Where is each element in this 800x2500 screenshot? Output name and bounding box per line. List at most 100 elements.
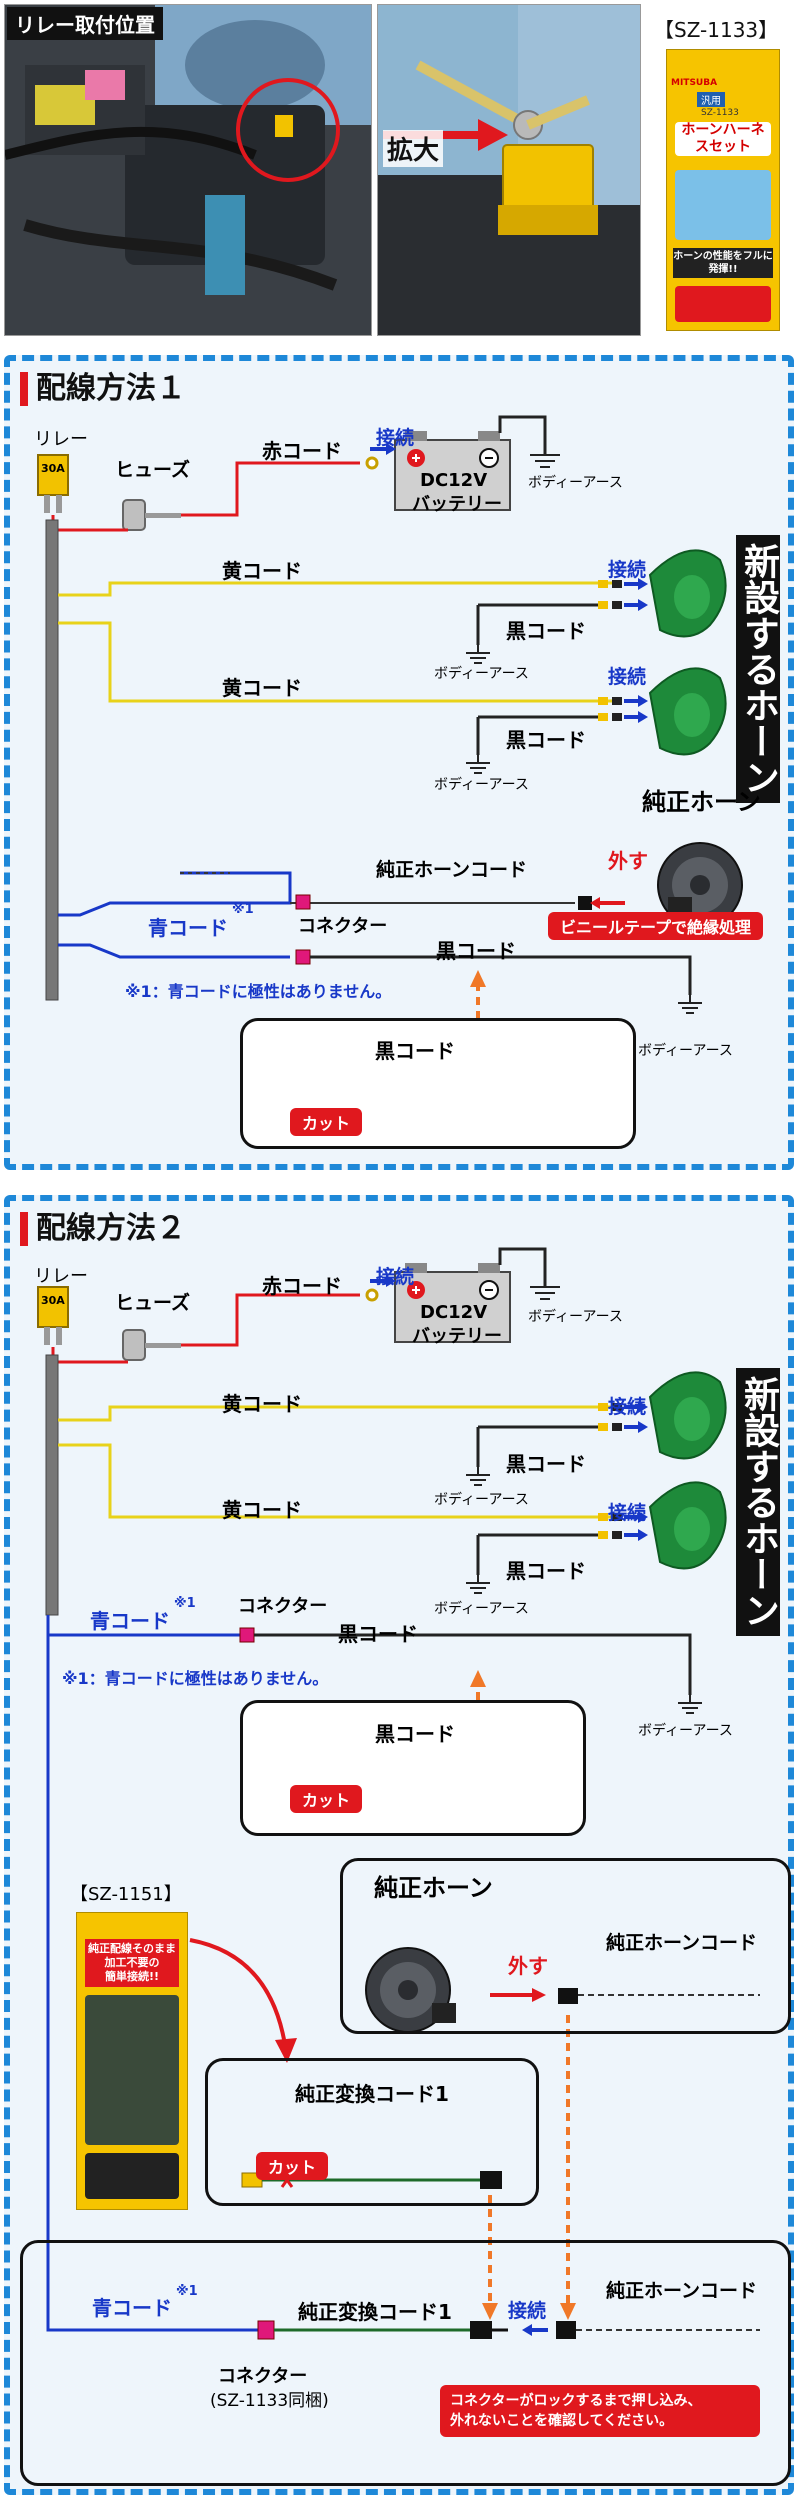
- s2-connect-label-battery: 接続: [376, 1266, 415, 1288]
- s2-oem-horn-label: 純正ホーン: [374, 1874, 493, 1902]
- s2-lock-note-line-1: コネクターがロックするまで押し込み、: [450, 2393, 702, 2409]
- s2-cut-tag: カット: [290, 1785, 363, 1813]
- s1-body-earth-horn-1: ボディーアース: [434, 666, 529, 682]
- s2-conv-cord-label-2: 純正変換コード1: [298, 2300, 452, 2324]
- s1-battery-voltage: DC12V: [420, 470, 488, 491]
- s2-oem-horn-inset: [340, 1858, 791, 2034]
- sz1151-pkg-bottom: [85, 2153, 179, 2199]
- s1-oem-horn-cord-label: 純正ホーンコード: [376, 859, 528, 881]
- engine-bay-illustration: [5, 5, 371, 335]
- s1-note: ※1：青コードに極性はありません。: [125, 982, 392, 1001]
- s2-yellow-cord-label-2: 黄コード: [222, 1498, 302, 1522]
- s2-connect-label-horn-2: 接続: [608, 1502, 647, 1524]
- s2-fuse-label: ヒューズ: [115, 1292, 191, 1314]
- s1-remove-label: 外す: [608, 849, 648, 873]
- sz1151-pkg-line-3: 簡単接続!!: [104, 1970, 160, 1983]
- s1-battery-label: バッテリー: [412, 494, 502, 515]
- s2-blue-cord-label: 青コード: [90, 1609, 170, 1633]
- s1-connector-label: コネクター: [298, 916, 388, 937]
- highlight-circle: [236, 78, 340, 182]
- s2-oem-horn-cord-label-1: 純正ホーンコード: [606, 1932, 758, 1954]
- s2-lock-note-line-2: 外れないことを確認してください。: [450, 2413, 674, 2429]
- zoom-photo: 拡大: [377, 4, 641, 336]
- wiring-method-2-title: 配線方法２: [20, 1212, 186, 1246]
- s2-inset-black-cord-label: 黒コード: [375, 1722, 455, 1746]
- oem-horn-1: [657, 842, 743, 928]
- wiring-method-1-title: 配線方法１: [20, 372, 186, 406]
- s2-black-cord-label-1: 黒コード: [506, 1452, 586, 1476]
- s1-black-cord-label-3: 黒コード: [436, 939, 516, 963]
- s2-final-connection-inset: [20, 2240, 791, 2486]
- s2-body-earth-lower: ボディーアース: [638, 1723, 733, 1739]
- s2-black-cord-label-2: 黒コード: [506, 1559, 586, 1583]
- s1-relay-label: リレー: [34, 429, 88, 450]
- s1-relay-rating: 30A: [41, 462, 65, 475]
- sz1151-package: 純正配線そのまま 加工不要の 簡単接続!!: [76, 1912, 188, 2210]
- box-brand: MITSUBA: [671, 78, 718, 88]
- s1-black-cord-label-2: 黒コード: [506, 728, 586, 752]
- box-window: [675, 170, 771, 240]
- s2-oem-horn-cord-label-2: 純正ホーンコード: [606, 2280, 758, 2302]
- new-horn-3: [648, 1371, 727, 1460]
- new-horn-1: [648, 549, 727, 638]
- s2-remove-label: 外す: [508, 1954, 548, 1978]
- s2-cut-inset: [240, 1700, 586, 1836]
- s2-connector-label: コネクター: [238, 1596, 328, 1617]
- s2-battery-label: バッテリー: [412, 1326, 502, 1347]
- s2-conv-cord-inset: [205, 2058, 539, 2206]
- s2-body-earth-horn-2: ボディーアース: [434, 1601, 529, 1617]
- product-box: MITSUBA 汎用 SZ-1133 ホーンハーネスセット ホーンの性能をフルに…: [666, 49, 780, 331]
- new-horn-2: [648, 667, 727, 756]
- s1-red-cord-label: 赤コード: [262, 439, 342, 463]
- s2-connect-label-final: 接続: [508, 2300, 547, 2322]
- s1-vinyl-tape-tag: ビニールテープで絶縁処理: [548, 912, 764, 940]
- s1-new-horn-label: 新設するホーン: [736, 535, 780, 803]
- engine-bay-photo: リレー取付位置: [4, 4, 372, 336]
- wiring-method-2-diagram: [37, 1247, 760, 2340]
- s2-lock-note: コネクターがロックするまで押し込み、 外れないことを確認してください。: [440, 2385, 760, 2437]
- s1-connect-label-horn-1: 接続: [608, 559, 647, 581]
- s2-connector-sub-label: (SZ-1133同梱): [210, 2391, 329, 2411]
- sz1151-label: 【SZ-1151】: [70, 1884, 182, 1905]
- sz1151-pkg-lines: 純正配線そのまま 加工不要の 簡単接続!!: [85, 1939, 179, 1987]
- new-horn-4: [648, 1481, 727, 1570]
- oem-horn-2: [365, 1947, 456, 2033]
- zoom-illustration: [378, 5, 640, 335]
- s2-connect-label-horn-1: 接続: [608, 1396, 647, 1418]
- s2-body-earth-battery: ボディーアース: [528, 1309, 623, 1325]
- s1-oem-horn-label: 純正ホーン: [642, 788, 761, 816]
- box-slogan: ホーンの性能をフルに発揮!!: [673, 248, 773, 278]
- s2-black-cord-label-3: 黒コード: [338, 1622, 418, 1646]
- s2-relay-label: リレー: [34, 1266, 88, 1287]
- s1-connect-label-horn-2: 接続: [608, 666, 647, 688]
- s2-note: ※1：青コードに極性はありません。: [62, 1669, 329, 1688]
- s2-relay-rating: 30A: [41, 1294, 65, 1307]
- s2-body-earth-horn-1: ボディーアース: [434, 1492, 529, 1508]
- sz1151-pkg-line-1: 純正配線そのまま: [88, 1942, 176, 1955]
- s2-blue-cord-label-2: 青コード: [92, 2296, 172, 2320]
- zoom-label: 拡大: [383, 130, 444, 167]
- s1-fuse-label: ヒューズ: [115, 459, 191, 481]
- s2-connector-label-2: コネクター: [218, 2366, 308, 2387]
- sz1151-pkg-line-2: 加工不要の: [104, 1956, 160, 1969]
- relay-location-label: リレー取付位置: [7, 7, 163, 40]
- s1-connect-label-battery: 接続: [376, 427, 415, 449]
- s1-yellow-cord-label-2: 黄コード: [222, 676, 302, 700]
- box-bottom-art: [675, 286, 771, 322]
- s2-new-horn-label: 新設するホーン: [736, 1368, 780, 1636]
- s1-note-mark: ※1: [232, 902, 254, 917]
- box-name: ホーンハーネスセット: [675, 122, 771, 156]
- s2-note-mark-2: ※1: [176, 2284, 198, 2299]
- s2-note-mark: ※1: [174, 1596, 196, 1611]
- s1-cut-tag: カット: [290, 1108, 363, 1136]
- box-code: SZ-1133: [701, 108, 739, 118]
- s2-yellow-cord-label-1: 黄コード: [222, 1392, 302, 1416]
- box-type: 汎用: [697, 92, 725, 107]
- product-card: 【SZ-1133】 MITSUBA 汎用 SZ-1133 ホーンハーネスセット …: [646, 4, 796, 334]
- s1-blue-cord-label: 青コード: [148, 916, 228, 940]
- s2-battery-voltage: DC12V: [420, 1302, 488, 1323]
- sz1151-pkg-window: [85, 1995, 179, 2145]
- s1-body-earth-battery: ボディーアース: [528, 475, 623, 491]
- product-code: 【SZ-1133】: [654, 18, 779, 42]
- s1-yellow-cord-label-1: 黄コード: [222, 559, 302, 583]
